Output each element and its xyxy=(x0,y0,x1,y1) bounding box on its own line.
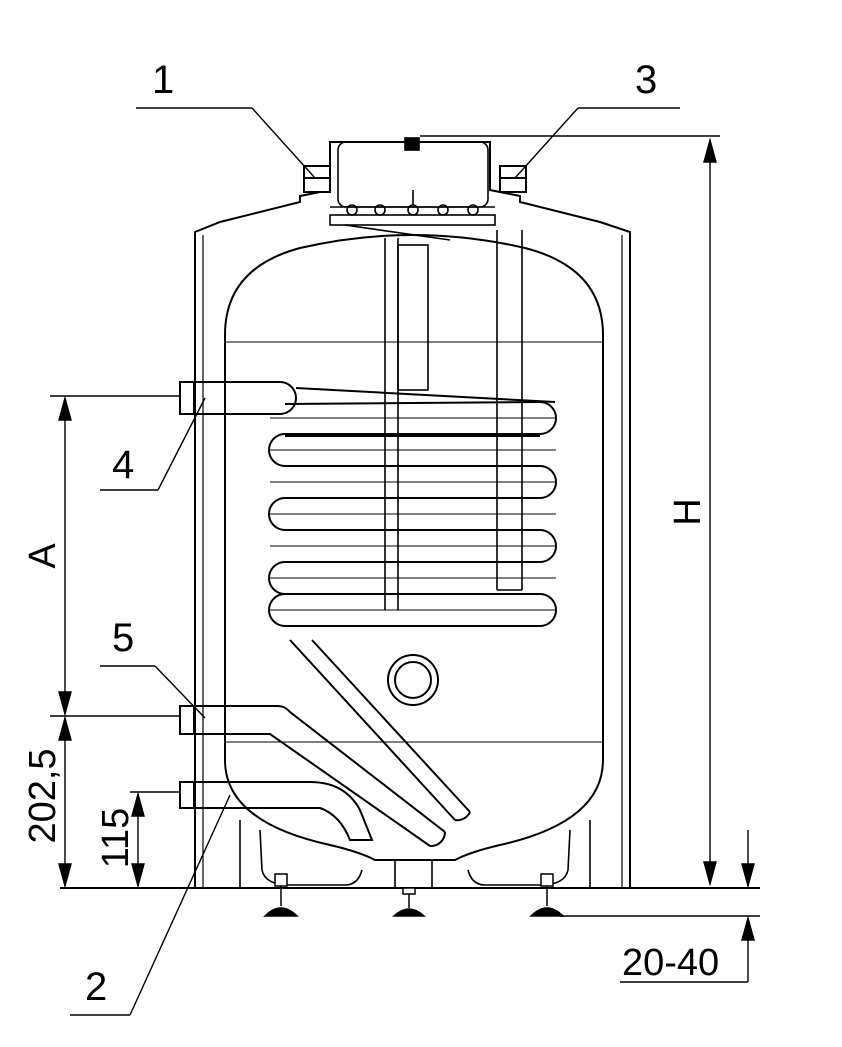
coil-outlet-pipe xyxy=(179,705,447,848)
dimension-feet-label: 20-40 xyxy=(622,942,719,984)
cold-water-inlet xyxy=(179,781,374,841)
callout-5: 5 xyxy=(112,616,134,660)
top-flange xyxy=(329,137,496,241)
dimension-bottom-offset-label: 115 xyxy=(95,808,137,869)
inner-tank xyxy=(224,234,604,861)
dimension-lines xyxy=(50,135,760,983)
dimension-lower-offset-label: 202,5 xyxy=(22,748,64,843)
dimension-coil-span-label: A xyxy=(22,543,64,569)
inspection-port xyxy=(387,654,439,706)
heat-exchanger-coil xyxy=(179,381,557,822)
callout-4: 4 xyxy=(112,443,134,487)
callout-3: 3 xyxy=(635,58,657,102)
adjustable-feet xyxy=(263,873,565,917)
outer-casing xyxy=(60,141,760,889)
dimension-height-label: H xyxy=(667,498,709,525)
callout-1: 1 xyxy=(152,58,174,102)
callout-leaders xyxy=(70,107,680,1016)
base-supports xyxy=(239,820,591,888)
callout-2: 2 xyxy=(85,965,107,1009)
inner-rods xyxy=(384,230,523,610)
top-connection-left xyxy=(303,165,331,193)
